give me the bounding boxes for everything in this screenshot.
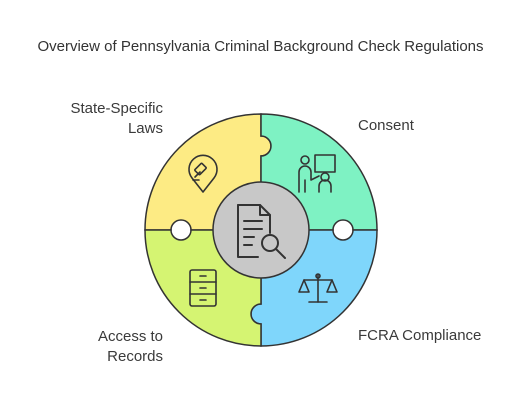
filing-cabinet-icon xyxy=(189,269,217,307)
label-fcra: FCRA Compliance xyxy=(358,326,481,346)
document-search-icon xyxy=(237,204,286,259)
scales-icon xyxy=(298,273,338,303)
label-state-laws: State-Specific Laws xyxy=(70,99,163,139)
label-consent: Consent xyxy=(358,116,414,136)
gavel-location-icon xyxy=(188,154,218,193)
label-fcra-line1: FCRA Compliance xyxy=(358,327,482,344)
label-records: Access to Records xyxy=(98,327,163,367)
presenter-icon xyxy=(298,154,336,193)
label-consent-line1: Consent xyxy=(358,117,414,134)
label-records-line1: Access to xyxy=(97,328,163,345)
label-records-line2: Records xyxy=(107,348,163,365)
label-state-laws-line2: Laws xyxy=(127,120,163,137)
label-state-laws-line1: State-Specific xyxy=(70,100,163,117)
page-title: Overview of Pennsylvania Criminal Backgr… xyxy=(37,38,484,55)
